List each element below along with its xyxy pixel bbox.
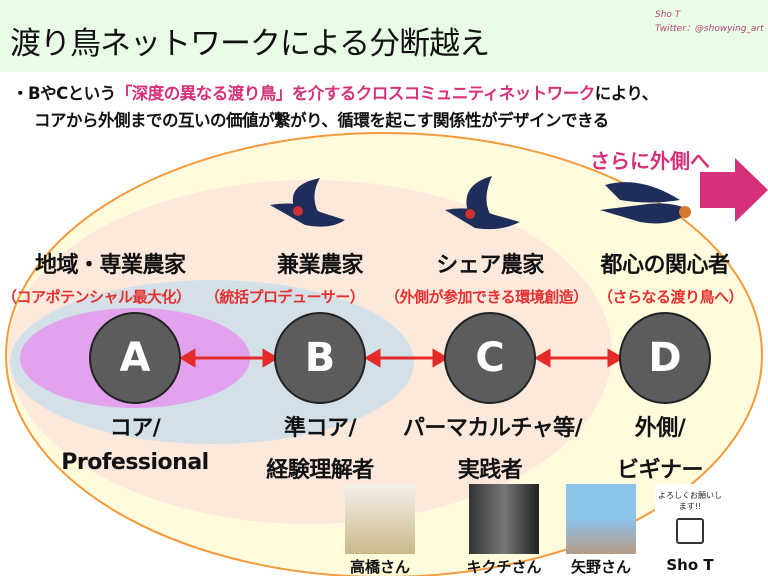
node-c: C — [444, 312, 536, 404]
lead-line-2: コアから外側までの互いの価値が繋がり、循環を起こす関係性がデザインできる — [34, 111, 609, 130]
further-out-label: さらに外側へ — [590, 149, 710, 173]
photo-takahashi — [345, 484, 415, 554]
person-name: Sho T — [666, 556, 714, 574]
node-a: A — [89, 312, 181, 404]
photo-kikuchi — [469, 484, 539, 554]
type-a-2: Professional — [61, 450, 209, 475]
swallow-icon-3 — [600, 182, 691, 224]
swallow-icon-1 — [270, 178, 345, 227]
lead-pre: ・BやCという — [12, 84, 116, 103]
group-role-a: （コアポテンシャル最大化） — [2, 288, 191, 306]
group-role-d: （さらなる渡り鳥へ） — [598, 288, 744, 306]
connector-arrows — [179, 348, 624, 368]
group-name-b: 兼業農家 — [276, 253, 364, 278]
person-name: 高橋さん — [349, 558, 410, 576]
character-icon — [676, 518, 704, 544]
group-name-a: 地域・専業農家 — [35, 253, 186, 278]
sticker-text: よろしくお願いします!! — [658, 491, 722, 511]
group-name-d: 都心の関心者 — [600, 253, 730, 278]
author-credit: Sho T Twitter：@showying_art — [655, 8, 764, 36]
twitter-handle: Twitter：@showying_art — [655, 24, 764, 34]
lead-highlight: 「深度の異なる渡り鳥」を介するクロスコミュニティネットワーク — [115, 84, 596, 103]
lead-line-1: ・BやCという「深度の異なる渡り鳥」を介するクロスコミュニティネットワークにより… — [12, 80, 658, 104]
group-role-c: （外側が参加できる環境創造） — [385, 288, 588, 306]
node-b: B — [274, 312, 366, 404]
author-name: Sho T — [655, 10, 681, 20]
page-title: 渡り鳥ネットワークによる分断越え — [10, 26, 490, 62]
type-a-1: コア/ — [109, 416, 161, 441]
person-name: 矢野さん — [570, 558, 631, 576]
type-d-1: 外側/ — [634, 416, 686, 441]
person-name: キクチさん — [466, 558, 542, 576]
photo-yano — [566, 484, 636, 554]
type-b-2: 経験理解者 — [266, 458, 374, 483]
swallow-icon-2 — [445, 176, 520, 230]
type-b-1: 準コア/ — [283, 416, 357, 441]
type-c-1: パーマカルチャ等/ — [402, 416, 583, 441]
type-d-2: ビギナー — [616, 458, 704, 483]
sticker-sho-t: よろしくお願いします!! — [655, 484, 725, 554]
group-name-c: シェア農家 — [436, 253, 544, 278]
right-arrow-icon — [700, 158, 768, 222]
node-d: D — [619, 312, 711, 404]
lead-post: により、 — [594, 84, 659, 103]
type-c-2: 実践者 — [457, 458, 523, 483]
group-role-b: （統括プロデューサー） — [205, 288, 365, 306]
header-band — [0, 0, 768, 72]
